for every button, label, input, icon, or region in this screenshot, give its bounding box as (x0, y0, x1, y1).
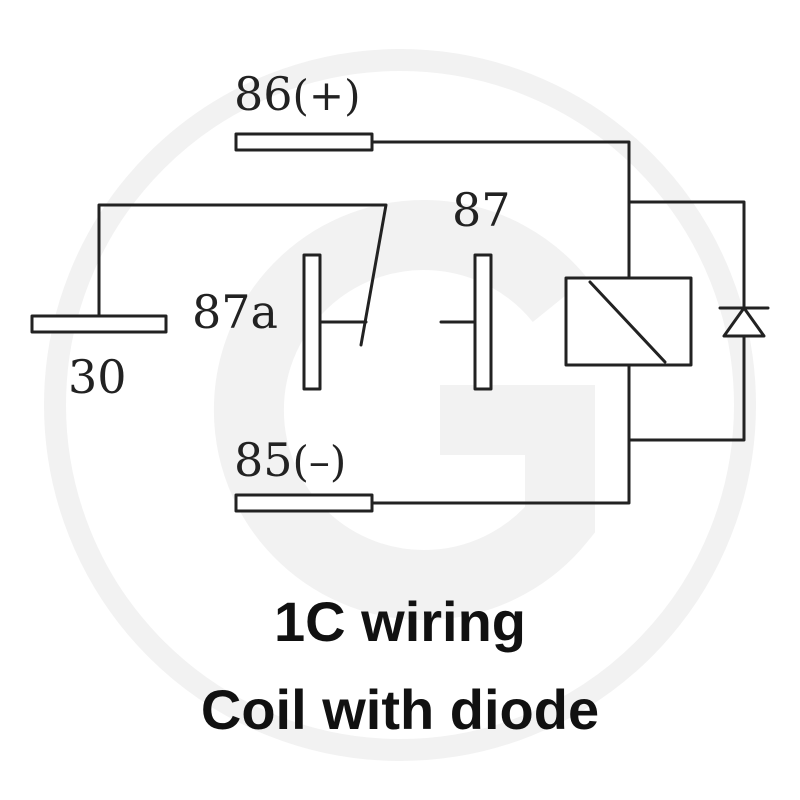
diode-icon (722, 306, 766, 338)
label-86: 86(+) (234, 67, 361, 121)
terminal-86 (234, 132, 374, 152)
coil-diagonal (588, 280, 667, 364)
label-30: 30 (68, 350, 127, 404)
wire-86-to-coil (370, 140, 631, 280)
terminal-85 (234, 493, 374, 513)
contact-87 (473, 253, 493, 391)
wire-85-to-coil (370, 363, 631, 505)
caption-title: 1C wiring (273, 590, 527, 653)
contact-87a (302, 253, 322, 391)
wire-30-to-switch (97, 203, 388, 347)
label-87a: 87a (192, 285, 278, 339)
caption-subtitle: Coil with diode (200, 678, 600, 741)
label-87: 87 (452, 183, 511, 237)
label-85: 85(–) (234, 433, 346, 487)
terminal-30 (30, 314, 168, 334)
